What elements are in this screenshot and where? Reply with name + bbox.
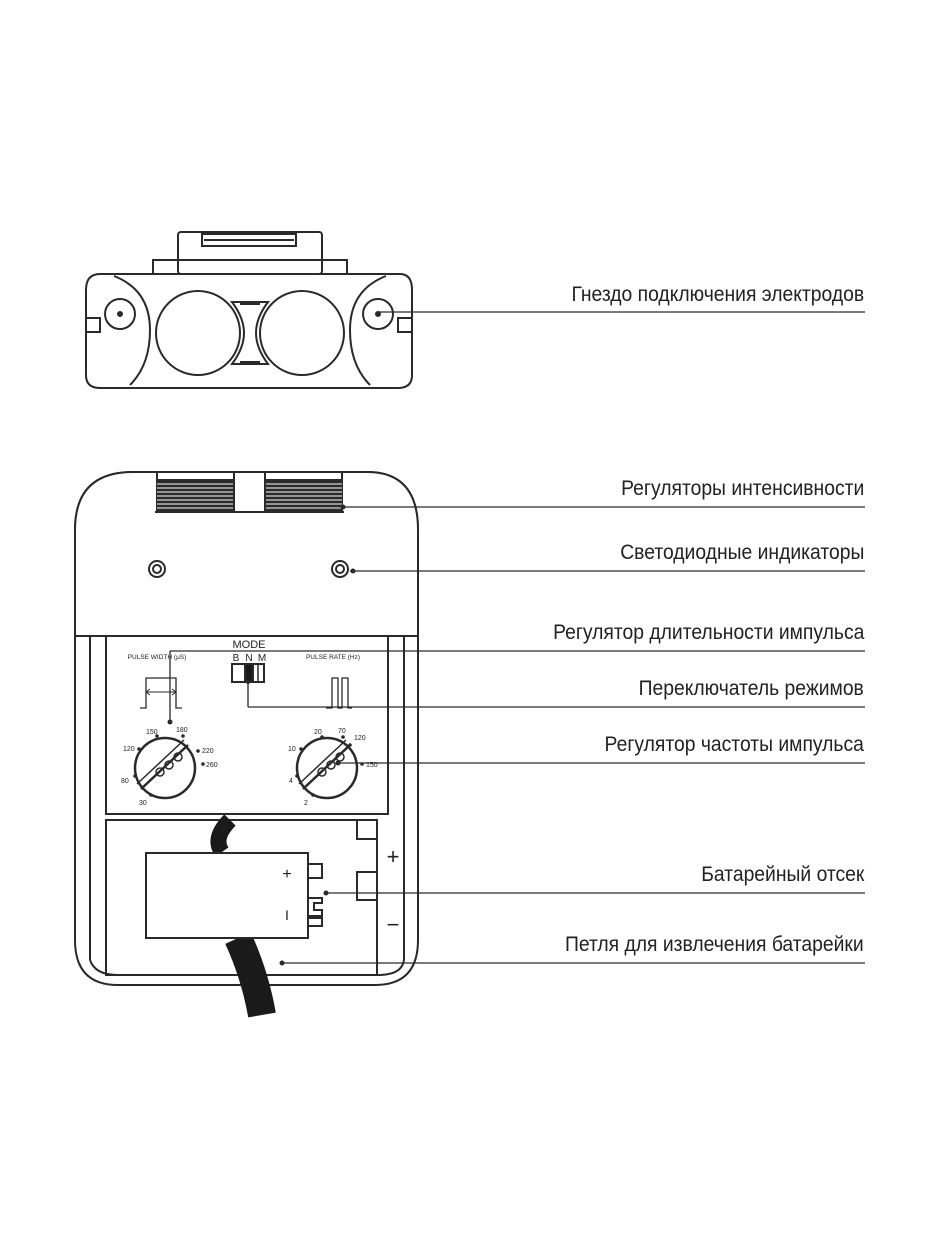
pr-tick-120: 120 <box>354 735 366 742</box>
leader-lines <box>169 311 865 964</box>
pr-tick-2: 2 <box>304 800 308 807</box>
battery <box>145 852 309 939</box>
compartment-minus-label: − <box>387 912 400 937</box>
compartment-plus-label: + <box>387 844 400 869</box>
callout-pulse-width-control: Регулятор длительности импульса <box>552 621 864 644</box>
callout-led-indicators: Светодиодные индикаторы <box>619 541 864 564</box>
led-left <box>148 560 166 578</box>
mode-title: MODE <box>233 639 266 651</box>
callout-electrode-socket: Гнездо подключения электродов <box>571 283 864 306</box>
pw-tick-260: 260 <box>206 762 218 769</box>
callout-intensity-controls: Регуляторы интенсивности <box>620 477 864 500</box>
pulse-rate-knob <box>295 736 359 800</box>
mode-b-label: B <box>233 653 240 664</box>
pw-tick-30: 30 <box>139 800 147 807</box>
device-front-view <box>74 471 419 1018</box>
pr-tick-150: 150 <box>366 762 378 769</box>
pr-tick-70: 70 <box>338 728 346 735</box>
battery-plus-label: + <box>282 866 291 883</box>
pw-tick-150: 150 <box>146 729 158 736</box>
battery-minus-label: I <box>285 907 289 923</box>
led-right <box>331 560 349 578</box>
pr-tick-20: 20 <box>314 729 322 736</box>
callout-mode-switch: Переключатель режимов <box>638 677 864 700</box>
callout-pulse-rate-control: Регулятор частоты импульса <box>604 733 864 756</box>
pw-tick-80: 80 <box>121 778 129 785</box>
electrode-socket-right <box>362 298 394 330</box>
mode-m-label: M <box>258 653 266 664</box>
pulse-rate-label: PULSE RATE (Hz) <box>306 654 360 661</box>
device-top-view <box>85 231 413 389</box>
pw-tick-180: 180 <box>176 727 188 734</box>
callout-battery-loop: Петля для извлечения батарейки <box>565 933 864 956</box>
electrode-socket-left <box>104 298 136 330</box>
pr-tick-10: 10 <box>288 746 296 753</box>
callout-battery-compartment: Батарейный отсек <box>700 863 864 886</box>
pulse-width-knob <box>133 736 197 800</box>
mode-n-label: N <box>245 653 252 664</box>
pw-tick-120: 120 <box>123 746 135 753</box>
pr-tick-4: 4 <box>289 778 293 785</box>
pw-tick-220: 220 <box>202 748 214 755</box>
pulse-width-label: PULSE WIDTH (μS) <box>128 654 187 661</box>
